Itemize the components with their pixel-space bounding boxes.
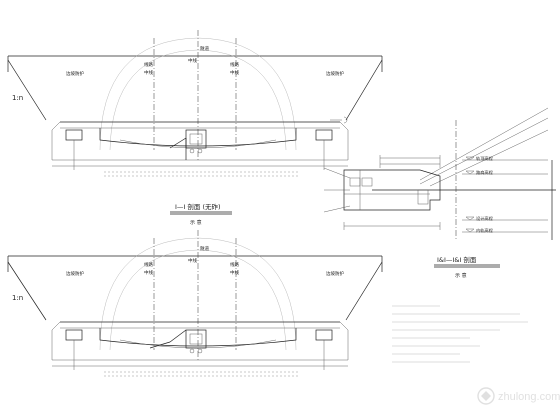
level-label-2: 路肩高程 — [476, 169, 494, 176]
left-slope-label: 边坡防护 — [66, 70, 84, 77]
level-label-4: 内轨高程 — [476, 227, 494, 234]
left-center-label-2-bottom: 中线 — [144, 269, 153, 276]
slope-ratio-left: 1:n — [12, 94, 23, 102]
section-top-title: Ⅰ—Ⅰ 剖面 (无砟) — [175, 202, 221, 211]
level-label-1: 轨顶高程 — [476, 155, 494, 162]
section-right-title: Ⅰ&Ⅰ—Ⅰ&Ⅰ 剖面 — [437, 255, 477, 264]
section-top-subtitle: 示 意 — [190, 219, 202, 226]
right-slope-label-bottom: 边坡防护 — [326, 270, 344, 277]
section-right: 轨顶高程 路肩高程 设计高程 内轨高程 Ⅰ&Ⅰ—Ⅰ&Ⅰ 剖面 示 意 — [323, 107, 556, 279]
left-center-label-2: 中线 — [144, 69, 153, 76]
slope-ratio-left-bottom: 1:n — [12, 294, 23, 302]
mid-label: 中线 — [188, 57, 197, 64]
left-slope-label-bottom: 边坡防护 — [66, 270, 84, 277]
section-bottom: 1:n 边坡防护 边坡防护 线路 中线 隧道 中线 线路 中线 — [7, 230, 383, 377]
section-top: 1:n 边坡防护 边坡防护 线路 中线 隧道 中线 线路 中线 Ⅰ—Ⅰ 剖面 (… — [7, 30, 383, 226]
right-center-label-2-bottom: 中线 — [230, 269, 239, 276]
left-center-label-bottom: 线路 — [144, 261, 153, 268]
watermark: zhulong.com — [477, 387, 560, 405]
mid-label-bottom: 中线 — [188, 257, 197, 264]
level-label-3: 设计高程 — [476, 215, 494, 222]
road-label-bottom: 隧道 — [200, 245, 209, 252]
right-slope-label: 边坡防护 — [326, 70, 344, 77]
left-center-label: 线路 — [144, 61, 153, 68]
watermark-text: zhulong.com — [498, 391, 560, 403]
right-center-label-2: 中线 — [230, 69, 239, 76]
notes-block — [392, 305, 528, 363]
section-right-subtitle: 示 意 — [455, 272, 467, 279]
right-center-label: 线路 — [230, 61, 239, 68]
road-label: 隧道 — [200, 45, 209, 52]
right-center-label-bottom: 线路 — [230, 261, 239, 268]
